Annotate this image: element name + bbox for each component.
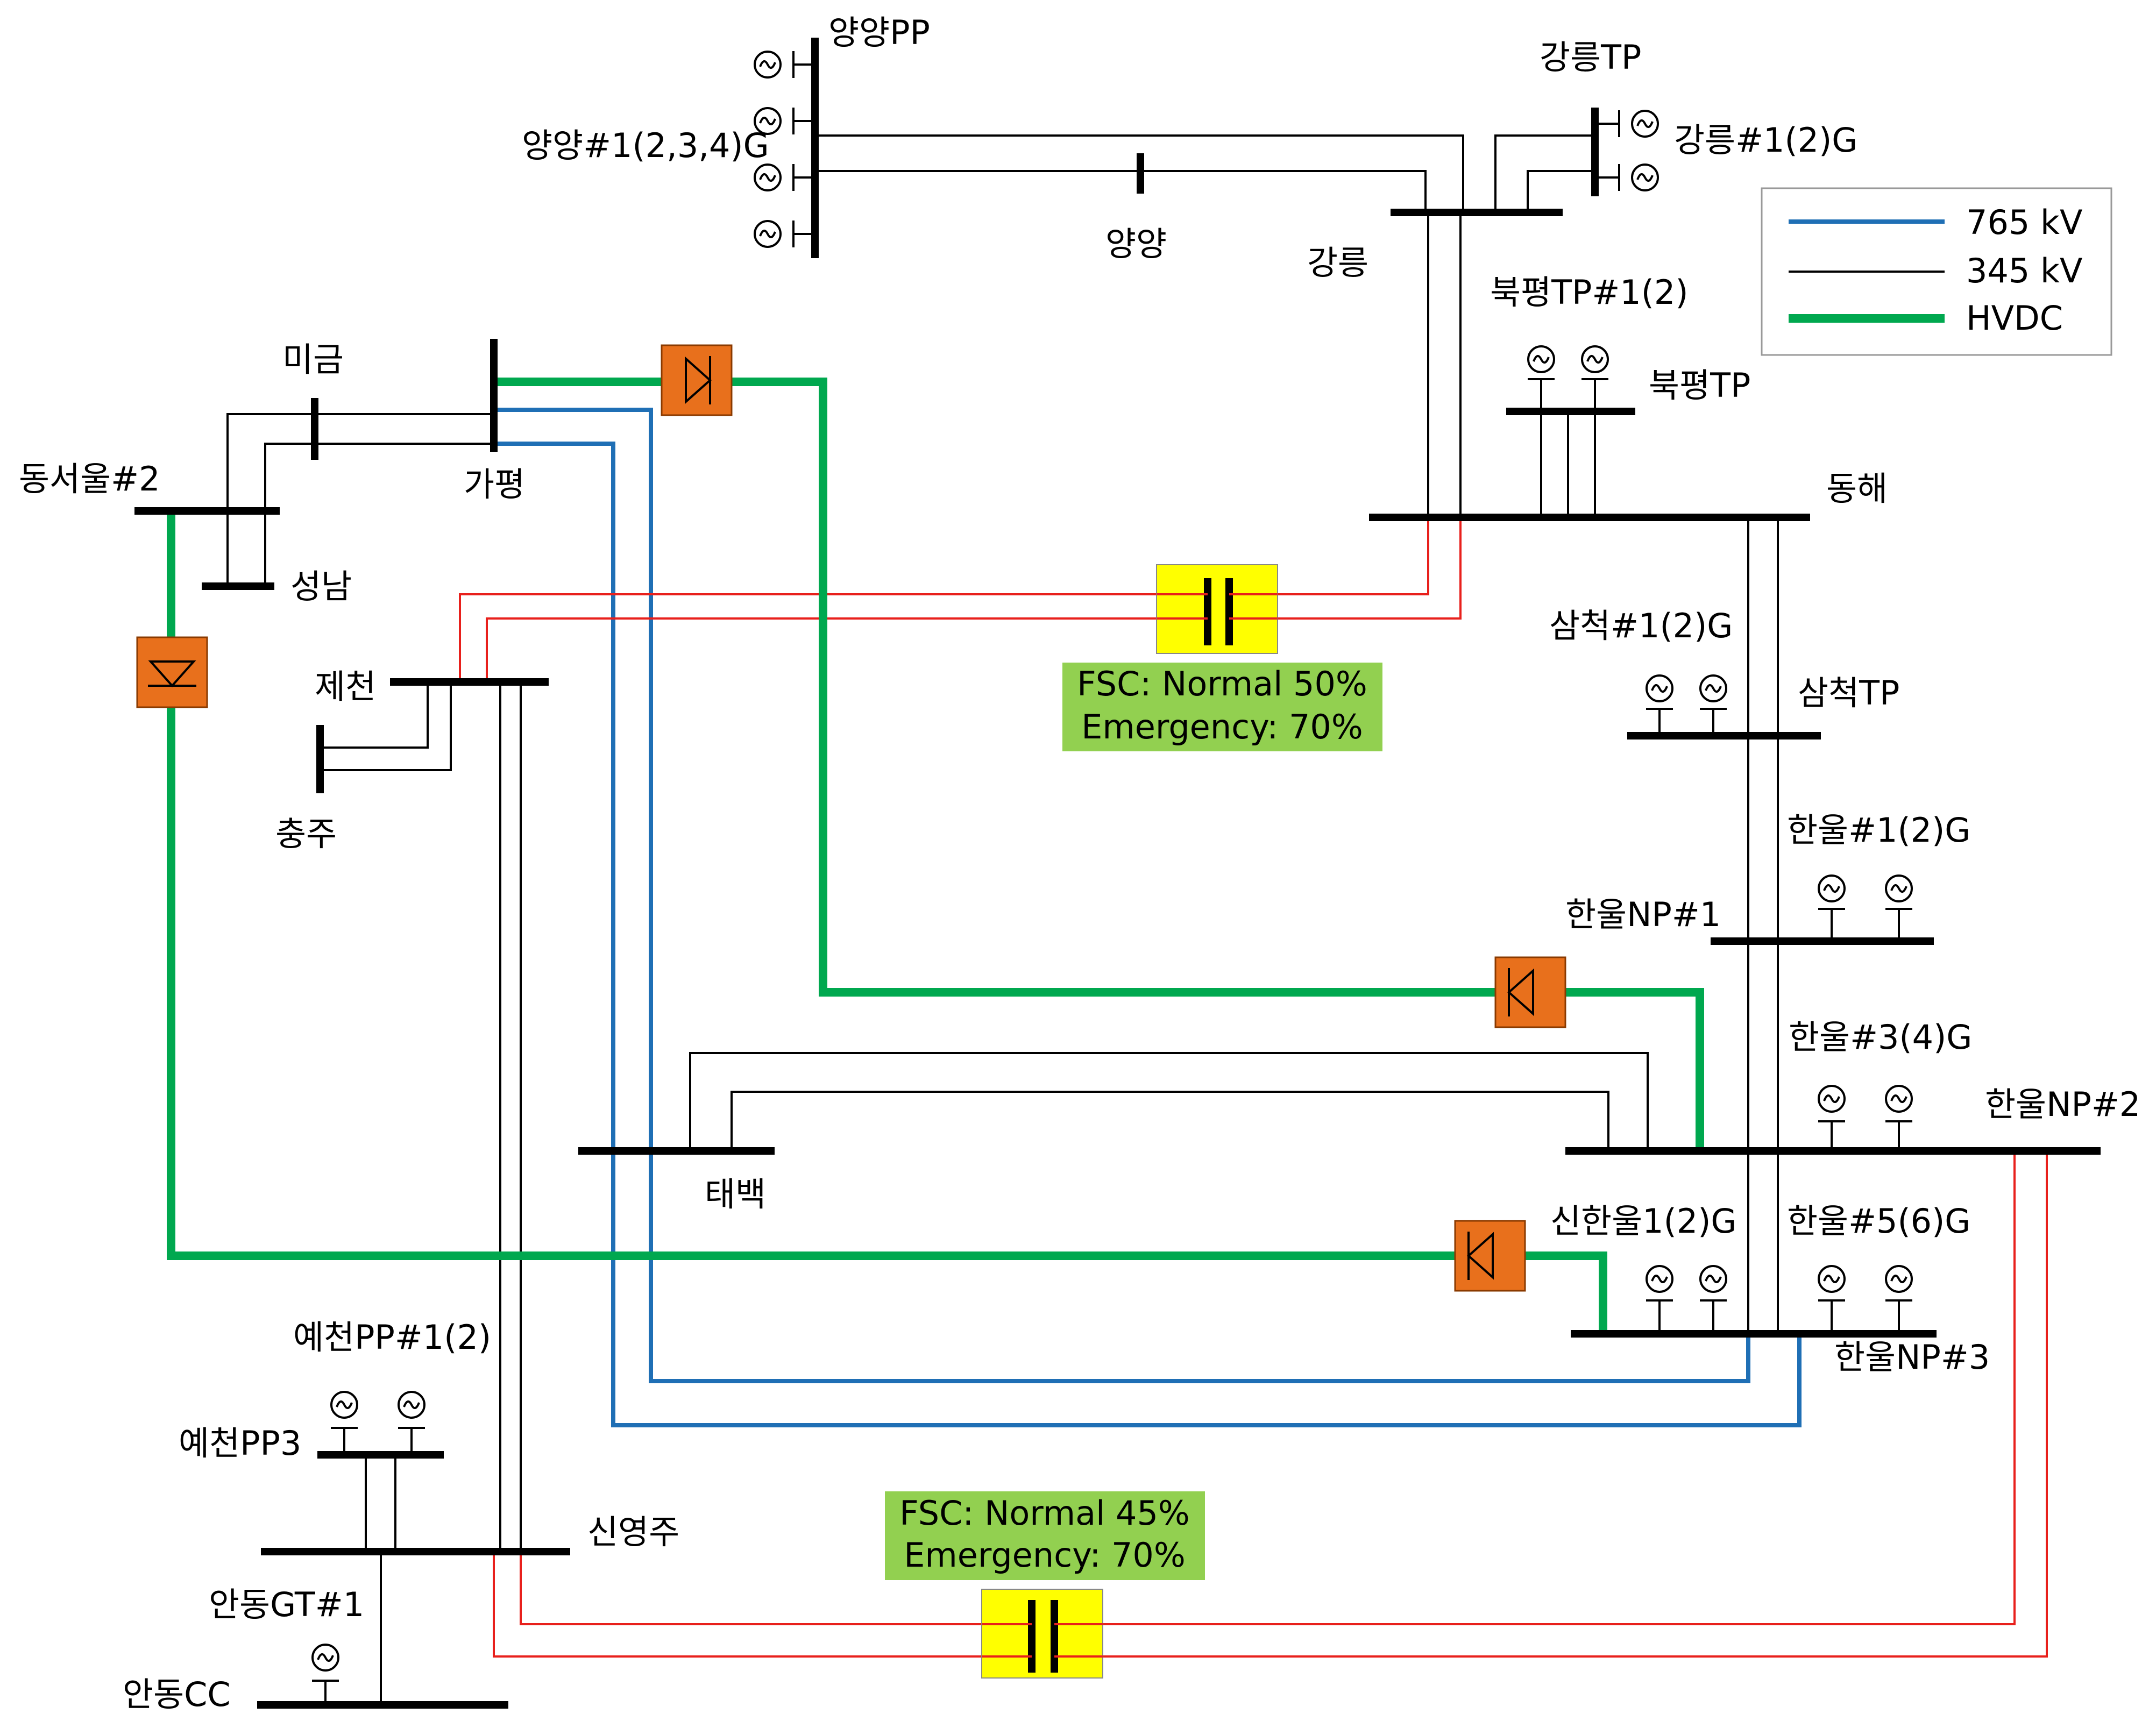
label-andong-gt: 안동GT#1 [209, 1585, 364, 1624]
converters [136, 344, 1566, 1292]
fsc-label-lower: FSC: Normal 45% Emergency: 70% [885, 1491, 1205, 1580]
label-yangyang-pp: 양양PP [828, 13, 930, 52]
legend-label-765kv: 765 kV [1966, 203, 2082, 242]
label-yangyang-gen: 양양#1(2,3,4)G [522, 126, 769, 165]
label-taebaek: 태백 [705, 1175, 766, 1214]
legend-label-hvdc: HVDC [1966, 298, 2063, 338]
bus-labels: 양양PP 양양#1(2,3,4)G 양양 강릉TP 강릉#1(2)G 강릉 북평… [19, 13, 2140, 1714]
label-yecheon-pp3: 예천PP3 [179, 1424, 301, 1463]
generator-icon [1646, 1265, 1673, 1334]
generator-icon [754, 163, 815, 191]
generator-icon [1818, 1265, 1846, 1334]
label-yecheon-gen: 예천PP#1(2) [293, 1318, 491, 1357]
label-donghae: 동해 [1826, 469, 1888, 508]
label-hanul-np2: 한울NP#2 [1985, 1085, 2140, 1124]
converter-icon [1494, 956, 1566, 1028]
label-yeongju: 신영주 [587, 1512, 679, 1552]
label-samcheok-tp: 삼척TP [1798, 673, 1899, 713]
label-yangyang: 양양 [1105, 224, 1167, 264]
lines-fsc [459, 517, 2048, 1658]
label-migeum: 미금 [282, 340, 344, 379]
label-shinhanul-gen: 신한울1(2)G [1550, 1201, 1736, 1241]
legend: 765 kV 345 kV HVDC [1761, 187, 2112, 356]
label-bukpyeong-tp: 북평TP [1649, 366, 1750, 405]
generator-icon [1818, 1085, 1846, 1151]
generator-icon [1595, 110, 1659, 138]
label-hanul-gen12: 한울#1(2)G [1787, 810, 1970, 850]
converter-icon [136, 636, 208, 708]
fsc-lower-line2: Emergency: 70% [904, 1535, 1186, 1575]
fsc-upper-line2: Emergency: 70% [1081, 707, 1363, 746]
legend-label-345kv: 345 kV [1966, 251, 2082, 290]
generator-icon [1581, 345, 1609, 411]
label-gangneung-gen: 강릉#1(2)G [1674, 120, 1857, 160]
fsc-upper-line1: FSC: Normal 50% [1077, 664, 1367, 703]
label-hanul-np1: 한울NP#1 [1565, 895, 1721, 934]
generator-icon [1527, 345, 1555, 411]
busbars [134, 38, 2101, 1709]
converter-icon [1454, 1220, 1526, 1292]
generator-icon [1885, 1265, 1913, 1334]
lines-hvdc [167, 378, 1704, 1334]
generator-icon [330, 1391, 358, 1455]
lines-345kv [226, 134, 1779, 1705]
generator-icon [1646, 674, 1673, 736]
generator-icon [398, 1391, 425, 1455]
label-bukpyeong-gen: 북평TP#1(2) [1490, 273, 1689, 312]
generator-icon [1699, 674, 1727, 736]
generator-icon [1885, 1085, 1913, 1151]
generator-icon [311, 1644, 339, 1705]
fsc-lower-line1: FSC: Normal 45% [899, 1494, 1190, 1533]
capacitor-icon [981, 1589, 1103, 1679]
label-jecheon: 제천 [315, 667, 376, 706]
label-gangneung: 강릉 [1307, 243, 1368, 282]
generators [311, 51, 1913, 1705]
label-hanul-gen34: 한울#3(4)G [1789, 1018, 1972, 1057]
fsc-label-upper: FSC: Normal 50% Emergency: 70% [1062, 663, 1382, 751]
label-chungju: 충주 [275, 814, 337, 854]
generator-icon [1699, 1265, 1727, 1334]
generator-icon [754, 51, 815, 79]
generator-icon [1885, 874, 1913, 941]
label-gapyeong: 가평 [464, 465, 525, 504]
generator-icon [1818, 874, 1846, 941]
label-gangneung-tp: 강릉TP [1540, 38, 1641, 77]
label-andong-cc: 안동CC [123, 1675, 231, 1714]
fsc-capacitors [981, 564, 1278, 1679]
capacitor-icon [1156, 564, 1278, 654]
lines-765kv [494, 408, 1802, 1427]
label-dongseoul2: 동서울#2 [19, 459, 160, 499]
generator-icon [1595, 163, 1659, 191]
label-hanul-np3: 한울NP#3 [1834, 1338, 1990, 1377]
label-hanul-gen56: 한울#5(6)G [1787, 1201, 1970, 1241]
generator-icon [754, 107, 815, 135]
converter-icon [661, 344, 733, 416]
label-seongnam: 성남 [290, 567, 352, 606]
label-samcheok-gen: 삼척#1(2)G [1549, 606, 1733, 645]
generator-icon [754, 220, 815, 248]
